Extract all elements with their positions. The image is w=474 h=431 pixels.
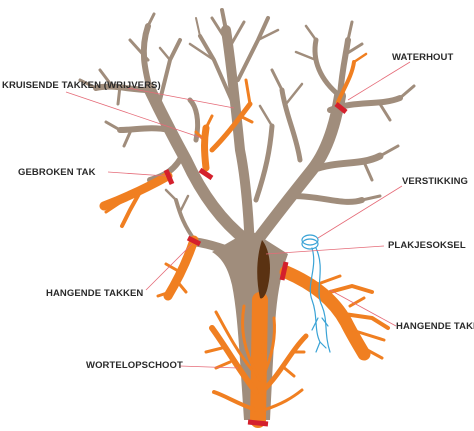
root-suckers [204, 292, 309, 428]
cut-mark-hanging-right [279, 261, 289, 281]
label-kruisende-takken: KRUISENDE TAKKEN (WRIJVERS) [2, 80, 161, 91]
leader-verstikking [317, 185, 403, 239]
bark-cavity [257, 240, 270, 299]
cut-mark-crossing [198, 167, 214, 181]
label-wortelopschoot: WORTELOPSCHOOT [86, 360, 183, 371]
leader-wortelopschoot [179, 365, 239, 369]
leader-gebroken-tak [107, 171, 167, 177]
label-gebroken-tak: GEBROKEN TAK [18, 167, 96, 178]
leader-kruisende-1 [127, 87, 235, 109]
problem-branches [99, 52, 390, 361]
leader-plakjesoksel [265, 245, 385, 255]
label-hangende-takken-right: HANGENDE TAKKEN [396, 321, 474, 332]
cut-mark-broken [163, 169, 175, 185]
label-plakjesoksel: PLAKJESOKSEL [388, 240, 466, 251]
label-hangende-takken-left: HANGENDE TAKKEN [46, 288, 144, 299]
cut-marks [163, 102, 348, 427]
leader-kruisende-2 [65, 91, 203, 139]
leader-waterhout [347, 61, 411, 101]
leader-hangende-left [145, 243, 193, 291]
cut-mark-hanging-left [186, 235, 202, 247]
leader-lines [65, 61, 411, 369]
label-waterhout: WATERHOUT [392, 52, 454, 63]
strangling-wire [301, 234, 331, 353]
cut-mark-root [247, 419, 269, 427]
leader-hangende-right [329, 289, 397, 327]
cut-mark-waterhout [334, 102, 348, 114]
label-verstikking: VERSTIKKING [402, 176, 469, 187]
